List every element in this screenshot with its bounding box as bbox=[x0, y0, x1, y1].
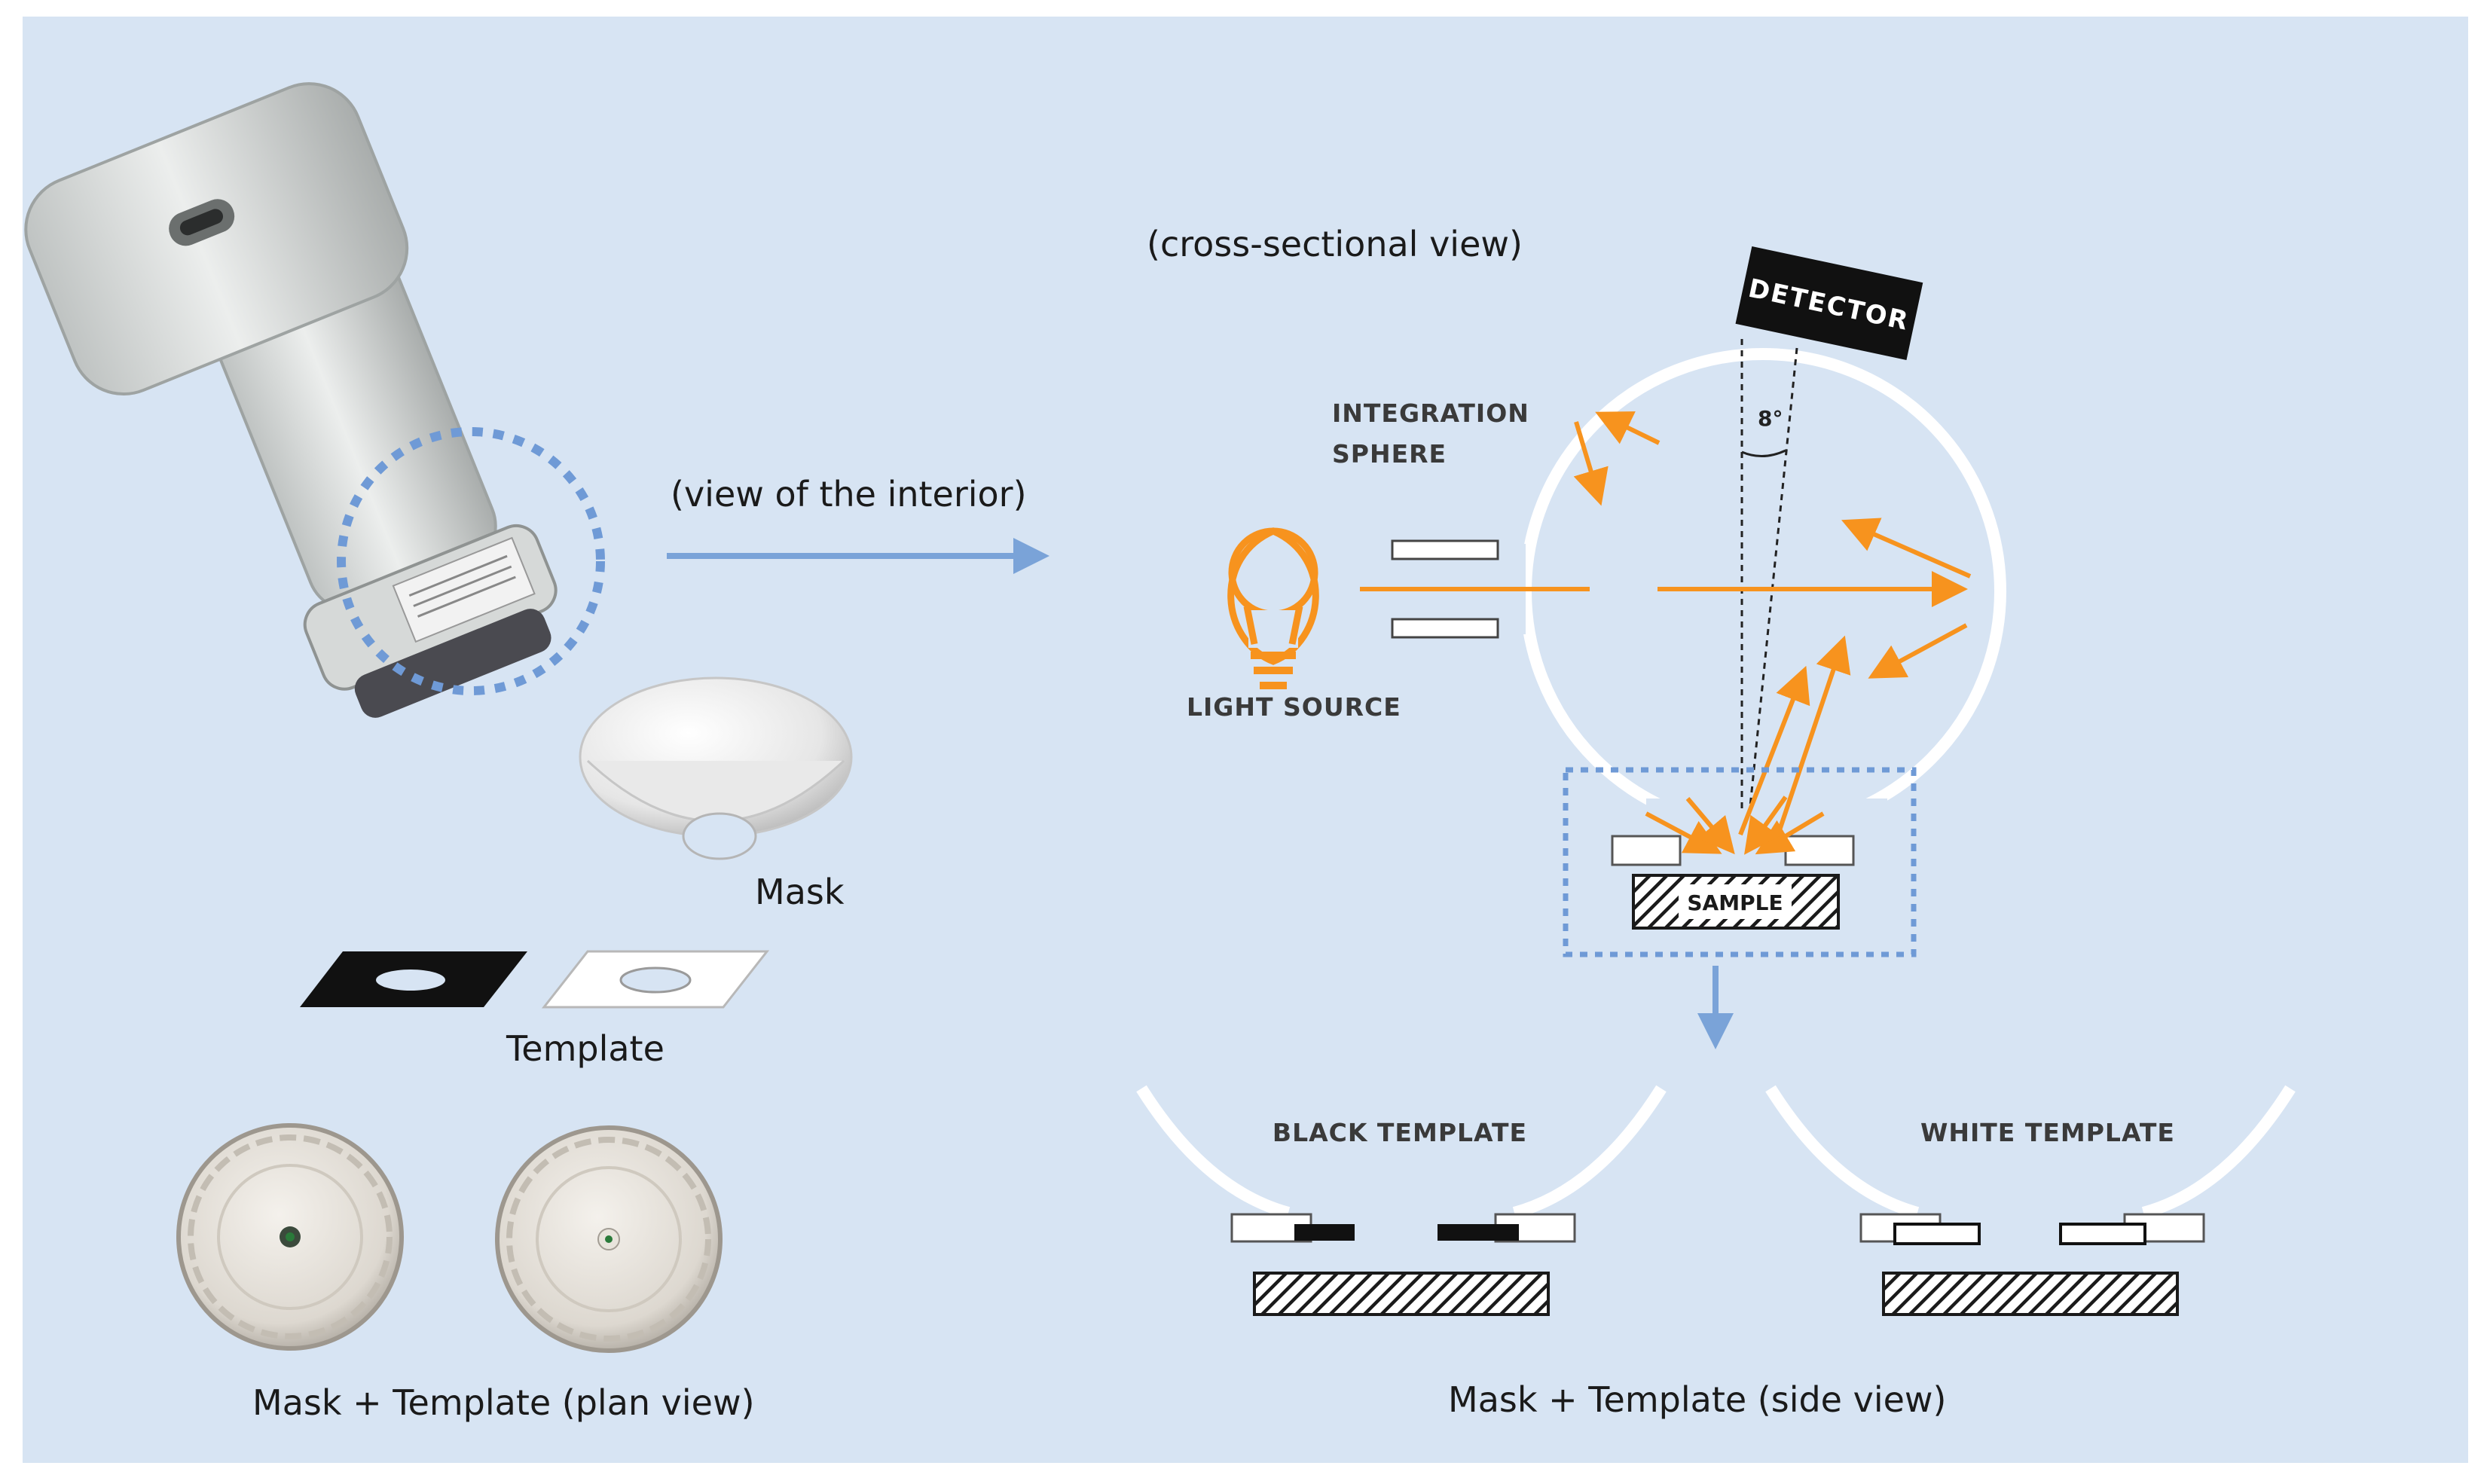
sample-port-right bbox=[1784, 835, 1855, 866]
black-template-aperture bbox=[376, 969, 445, 991]
mask-template-plan-label: Mask + Template (plan view) bbox=[252, 1382, 755, 1423]
light-source-label: LIGHT SOURCE bbox=[1187, 692, 1401, 722]
mask-photo bbox=[579, 676, 853, 860]
detector-block bbox=[1735, 246, 1923, 360]
angle-label: 8° bbox=[1758, 406, 1783, 431]
sample-port-left bbox=[1611, 835, 1682, 866]
angle-arc bbox=[1741, 449, 1786, 457]
zoom-region bbox=[1563, 767, 1917, 957]
light-rays bbox=[1360, 411, 1972, 855]
sample-label: SAMPLE bbox=[1687, 890, 1783, 915]
cross-section-label: (cross-sectional view) bbox=[1147, 224, 1523, 264]
integration-sphere-label-1: INTEGRATION bbox=[1332, 398, 1529, 428]
white-template-side-view bbox=[1765, 1085, 2296, 1316]
port-lower-wall bbox=[1391, 618, 1499, 639]
black-template-label: BLACK TEMPLATE bbox=[1273, 1118, 1527, 1147]
mask-template-plan-black bbox=[176, 1123, 404, 1351]
white-template-aperture bbox=[619, 966, 692, 994]
integration-sphere-label-2: SPHERE bbox=[1332, 439, 1447, 469]
measuring-port-highlight bbox=[337, 427, 605, 695]
spectrophotometer-device bbox=[24, 82, 605, 718]
black-template-side-view bbox=[1136, 1085, 1667, 1316]
mask-label: Mask bbox=[755, 872, 845, 912]
mask-template-side-label: Mask + Template (side view) bbox=[1448, 1379, 1946, 1420]
white-template-label: WHITE TEMPLATE bbox=[1920, 1118, 2175, 1147]
template-label: Template bbox=[506, 1028, 665, 1069]
port-upper-wall bbox=[1391, 539, 1499, 560]
light-bulb-icon bbox=[1227, 527, 1319, 689]
detector-view-line bbox=[1748, 347, 1798, 814]
mask-template-plan-white bbox=[495, 1125, 723, 1353]
view-interior-label: (view of the interior) bbox=[671, 474, 1027, 515]
